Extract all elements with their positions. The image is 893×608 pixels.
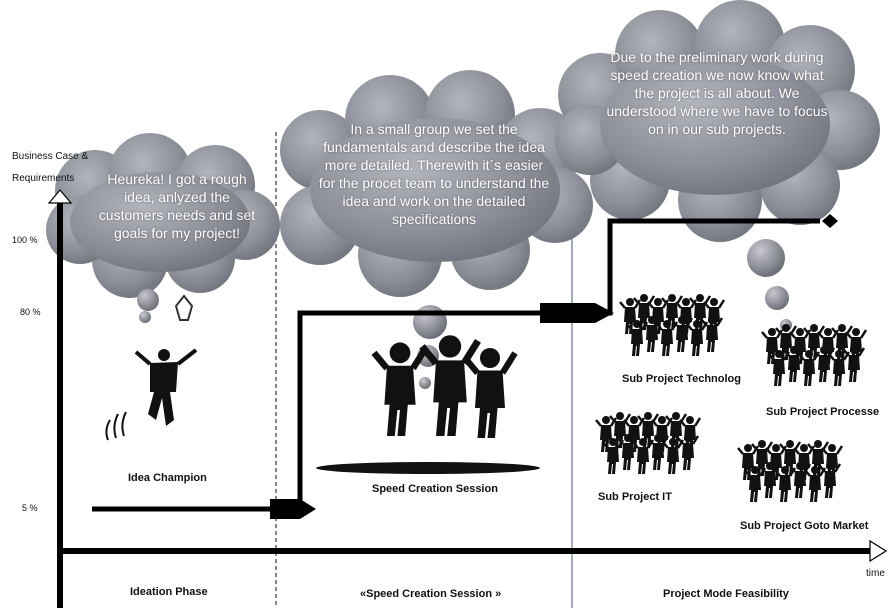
y-axis-title-line2: Requirements bbox=[12, 173, 75, 184]
caption-sub-it: Sub Project IT bbox=[598, 491, 672, 503]
team-it bbox=[596, 412, 700, 474]
cloud-3-text: Due to the preliminary work during speed… bbox=[606, 49, 828, 137]
y-tick-80: 80 % bbox=[20, 307, 41, 317]
thought-dot bbox=[765, 286, 789, 310]
progress-step-line bbox=[92, 214, 838, 519]
team-processes bbox=[762, 324, 866, 386]
phase-speed: «Speed Creation Session » bbox=[360, 588, 502, 600]
x-axis-title: time bbox=[866, 568, 885, 579]
thought-dot bbox=[747, 239, 785, 277]
caption-speed-session: Speed Creation Session bbox=[372, 483, 498, 495]
thought-dot bbox=[137, 289, 159, 311]
team-technology bbox=[620, 294, 724, 356]
thought-dot bbox=[413, 305, 447, 339]
idea-champion-figure bbox=[105, 294, 198, 441]
caption-sub-goto: Sub Project Goto Market bbox=[740, 520, 869, 532]
thought-cloud-1 bbox=[46, 133, 280, 298]
x-axis bbox=[60, 539, 888, 563]
speed-session-figures bbox=[316, 335, 540, 474]
team-goto-market bbox=[738, 440, 842, 502]
y-axis bbox=[47, 189, 73, 608]
step-arrow bbox=[540, 303, 614, 323]
y-tick-100: 100 % bbox=[12, 235, 38, 245]
y-tick-5: 5 % bbox=[22, 503, 38, 513]
phase-ideation: Ideation Phase bbox=[130, 586, 208, 598]
thought-cloud-3 bbox=[555, 0, 880, 242]
cloud-2-text: In a small group we set the fundamentals… bbox=[318, 121, 550, 227]
end-diamond bbox=[822, 214, 838, 228]
thought-cloud-2 bbox=[280, 70, 593, 297]
cloud-1-text: Heureka! I got a rough idea, anlyzed the… bbox=[98, 171, 256, 241]
phase-project: Project Mode Feasibility bbox=[663, 588, 789, 600]
caption-sub-technology: Sub Project Technolog bbox=[622, 373, 741, 385]
thought-dot bbox=[139, 311, 151, 323]
caption-sub-processes: Sub Project Processe bbox=[766, 406, 880, 418]
step-arrow bbox=[270, 499, 316, 519]
y-axis-title-line1: Business Case & bbox=[12, 151, 89, 162]
thought-dot bbox=[419, 377, 431, 389]
caption-idea-champion: Idea Champion bbox=[128, 472, 207, 484]
